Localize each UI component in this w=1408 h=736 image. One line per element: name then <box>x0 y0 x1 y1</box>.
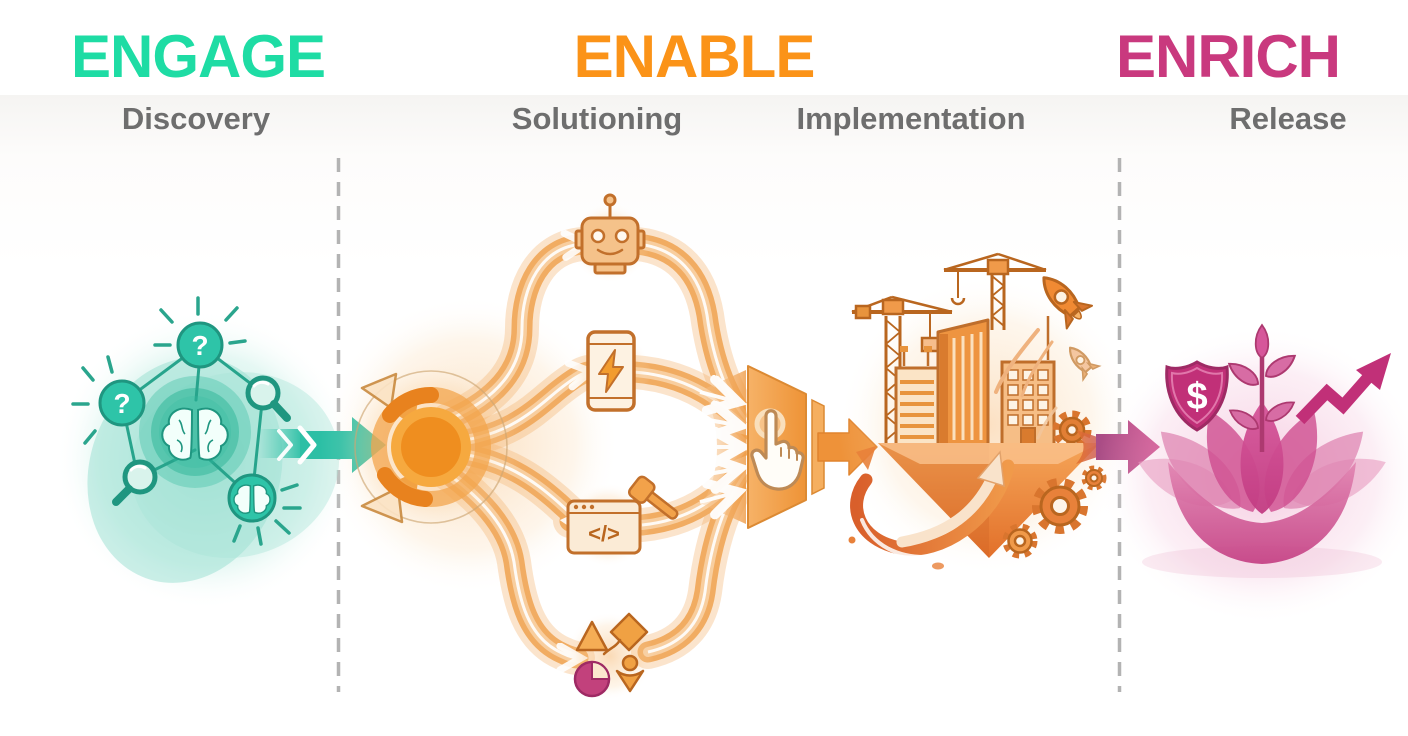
trend-arrow-icon <box>1295 353 1391 425</box>
svg-text:?: ? <box>191 330 208 361</box>
svg-text:</>: </> <box>588 521 620 546</box>
shield-dollar-icon: $ <box>1165 360 1229 432</box>
phase-title-enrich: ENRICH <box>1115 23 1341 90</box>
stage-label-solutioning: Solutioning <box>511 101 683 136</box>
gear-icon <box>1052 410 1092 450</box>
building-icon <box>936 318 990 447</box>
svg-text:$: $ <box>1186 376 1207 418</box>
pie-chart-icon <box>573 660 611 698</box>
phone-bolt-icon <box>571 330 651 412</box>
magnifier-icon <box>112 459 158 506</box>
magnifier-icon <box>245 375 291 422</box>
question-node-icon: ? <box>98 379 146 427</box>
plant-icon <box>1224 324 1300 452</box>
implementation-illustration <box>838 252 1160 575</box>
stage-label-discovery: Discovery <box>121 101 271 136</box>
stage-label-release: Release <box>1229 101 1347 136</box>
shapes-icon <box>566 612 654 700</box>
svg-text:?: ? <box>113 388 130 419</box>
phase-title-engage: ENGAGE <box>70 23 326 90</box>
sparkle-rays <box>71 296 302 546</box>
funnel-icon <box>696 365 825 529</box>
gear-icon <box>1002 523 1038 559</box>
lotus-icon <box>1130 401 1394 564</box>
solutioning-illustration: </> <box>320 193 878 700</box>
phase-title-enable: ENABLE <box>573 23 816 90</box>
brain-icon <box>159 396 231 468</box>
spinner-icon <box>615 654 645 693</box>
brain-icon <box>227 473 277 523</box>
code-window-icon: </> <box>566 475 679 567</box>
hand-click-icon <box>750 408 805 491</box>
rocket-icon <box>994 276 1094 398</box>
stage-label-implementation: Implementation <box>796 101 1026 136</box>
swoosh-arrow-icon <box>848 450 1015 570</box>
question-node-icon: ? <box>176 321 224 369</box>
building-icon <box>1000 316 1056 447</box>
gear-icon <box>1032 478 1088 534</box>
release-illustration: $ <box>1097 324 1408 625</box>
hub-icon <box>341 357 521 537</box>
crane-icon <box>943 252 1047 330</box>
robot-icon <box>570 193 650 283</box>
rocket-icon <box>1036 346 1102 440</box>
hammer-icon <box>627 475 679 520</box>
